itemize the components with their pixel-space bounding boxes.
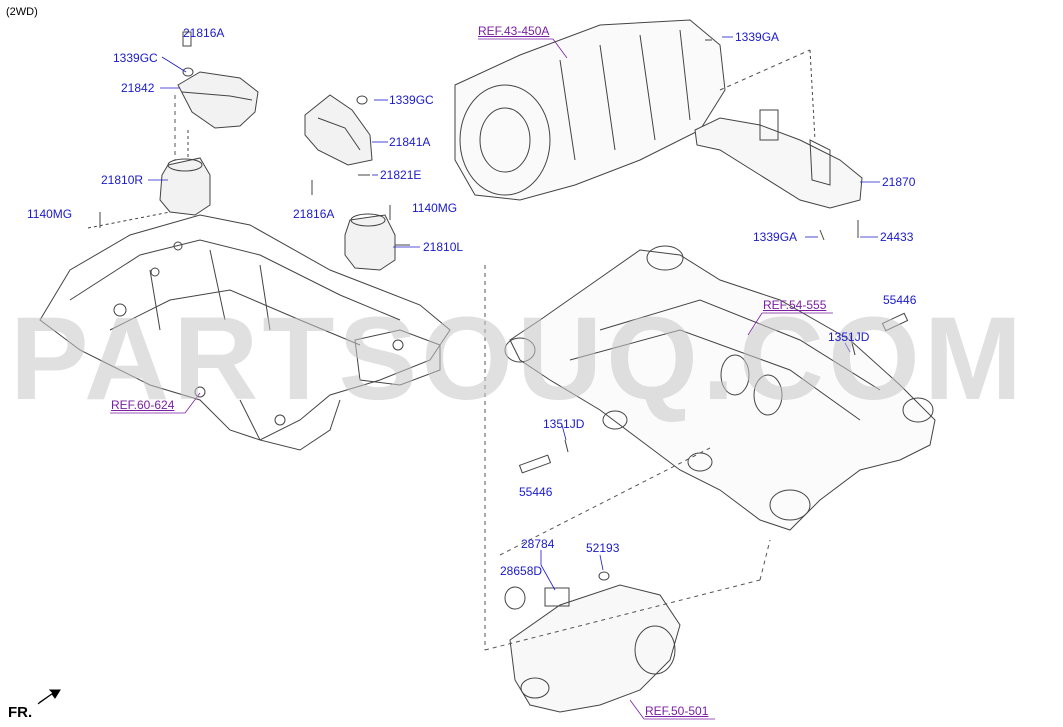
part-label-55446-right[interactable]: 55446 bbox=[883, 293, 917, 307]
part-label-1339GC-mid[interactable]: 1339GC bbox=[389, 93, 434, 107]
label-leader-lines bbox=[148, 36, 880, 591]
watermark: PARTSOUQ.COM bbox=[10, 293, 1027, 425]
differential-drawing bbox=[504, 571, 681, 713]
part-label-21810L[interactable]: 21810L bbox=[423, 240, 464, 254]
part-label-1339GA-bottom[interactable]: 1339GA bbox=[753, 230, 798, 244]
transmission-drawing bbox=[454, 19, 726, 201]
front-subframe-drawing bbox=[39, 214, 451, 451]
assembly-guide-lines bbox=[174, 49, 811, 651]
part-label-21816A-mid[interactable]: 21816A bbox=[293, 207, 335, 221]
part-label-28784[interactable]: 28784 bbox=[521, 537, 555, 551]
front-direction-arrow bbox=[37, 689, 61, 705]
crossmember-21870-drawing bbox=[694, 49, 863, 241]
part-label-28658D[interactable]: 28658D bbox=[500, 564, 543, 578]
part-label-21810R[interactable]: 21810R bbox=[101, 173, 144, 187]
part-label-1351JD-left[interactable]: 1351JD bbox=[543, 417, 585, 431]
insulator-21810L-drawing bbox=[311, 174, 410, 271]
part-label-21821E[interactable]: 21821E bbox=[380, 168, 422, 182]
bracket-21841A-drawing bbox=[304, 94, 373, 166]
ref-link-differential[interactable]: REF.50-501 bbox=[645, 704, 709, 718]
part-label-55446-left[interactable]: 55446 bbox=[519, 485, 553, 499]
part-label-1339GA-top[interactable]: 1339GA bbox=[735, 30, 780, 44]
part-label-21842[interactable]: 21842 bbox=[121, 81, 155, 95]
insulator-21810R-drawing bbox=[87, 130, 211, 229]
ref-link-transmission[interactable]: REF.43-450A bbox=[478, 24, 550, 38]
rear-subframe-drawing bbox=[504, 245, 936, 531]
part-label-52193[interactable]: 52193 bbox=[586, 541, 620, 555]
front-direction-label: FR. bbox=[8, 704, 33, 721]
part-label-21841A[interactable]: 21841A bbox=[389, 135, 431, 149]
part-label-24433[interactable]: 24433 bbox=[880, 230, 914, 244]
part-label-1140MG-mid[interactable]: 1140MG bbox=[412, 201, 458, 215]
part-label-21870[interactable]: 21870 bbox=[882, 175, 916, 189]
part-label-1140MG-left[interactable]: 1140MG bbox=[27, 207, 73, 221]
part-label-1339GC-left[interactable]: 1339GC bbox=[113, 51, 158, 65]
part-label-21816A-top[interactable]: 21816A bbox=[183, 26, 225, 40]
ref-link-rear-subframe[interactable]: REF.54-555 bbox=[763, 298, 827, 312]
ref-link-front-subframe[interactable]: REF.60-624 bbox=[111, 398, 175, 412]
engine-mount-bracket-21842-drawing bbox=[177, 31, 259, 129]
variant-label: (2WD) bbox=[6, 6, 38, 18]
part-label-1351JD-right[interactable]: 1351JD bbox=[828, 330, 870, 344]
reference-leader-lines bbox=[110, 38, 833, 720]
